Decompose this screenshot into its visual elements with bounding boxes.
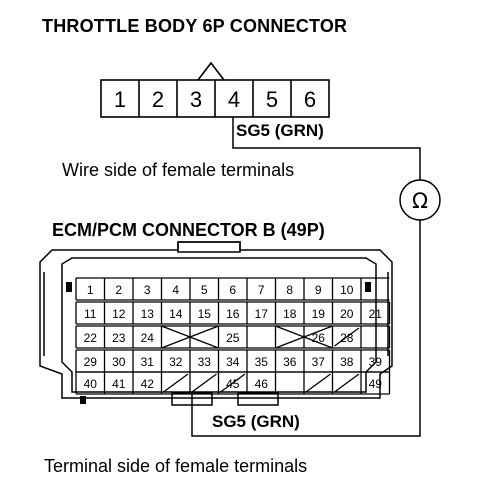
ecm-pin-39: 39 — [369, 355, 383, 369]
ecm-pin-9: 9 — [315, 283, 322, 297]
ecm-pin-1: 1 — [87, 283, 94, 297]
ecm-pin-32: 32 — [169, 355, 183, 369]
ecm-pin-49: 49 — [369, 377, 383, 391]
ecm-pin-26: 26 — [312, 331, 326, 345]
throttle-pin-5: 5 — [266, 87, 278, 112]
ecm-pin-22: 22 — [84, 331, 98, 345]
ecm-pin-3: 3 — [144, 283, 151, 297]
ecm-pin-14: 14 — [169, 307, 183, 321]
ecm-pin-46: 46 — [255, 377, 269, 391]
wire-side-caption: Wire side of female terminals — [62, 160, 295, 180]
ecm-pin-5: 5 — [201, 283, 208, 297]
ecm-pin-28: 28 — [340, 331, 354, 345]
ecm-pin-40: 40 — [84, 377, 98, 391]
probe-wire-bottom — [191, 220, 421, 437]
throttle-connector — [100, 61, 330, 118]
throttle-connector-title: THROTTLE BODY 6P CONNECTOR — [42, 16, 348, 36]
ecm-pin-20: 20 — [340, 307, 354, 321]
sg5-wire-label-bottom: SG5 (GRN) — [212, 412, 300, 431]
ecm-pin-33: 33 — [198, 355, 212, 369]
ecm-pin-24: 24 — [141, 331, 155, 345]
ecm-pin-12: 12 — [112, 307, 126, 321]
ohm-glyph: Ω — [412, 189, 428, 213]
throttle-pin-2: 2 — [152, 87, 164, 112]
connector-key-notch — [197, 61, 225, 81]
ecm-pin-7: 7 — [258, 283, 265, 297]
terminal-side-caption: Terminal side of female terminals — [44, 456, 308, 476]
ecm-pin-37: 37 — [312, 355, 326, 369]
ecm-pin-19: 19 — [312, 307, 326, 321]
throttle-pin-3: 3 — [190, 87, 202, 112]
ecm-pin-18: 18 — [283, 307, 297, 321]
ecm-pin-41: 41 — [112, 377, 126, 391]
ecm-pin-grid — [66, 277, 391, 404]
ecm-pin-30: 30 — [112, 355, 126, 369]
sg5-wire-label-top: SG5 (GRN) — [236, 121, 324, 140]
ecm-pin-17: 17 — [255, 307, 269, 321]
ecm-connector-title: ECM/PCM CONNECTOR B (49P) — [52, 220, 325, 240]
ecm-pin-2: 2 — [115, 283, 122, 297]
probe-wire-top — [232, 117, 421, 180]
throttle-pin-6: 6 — [304, 87, 316, 112]
ecm-pin-10: 10 — [340, 283, 354, 297]
ecm-pin-4: 4 — [172, 283, 179, 297]
ecm-pin-11: 11 — [84, 307, 97, 321]
ecm-pin-35: 35 — [255, 355, 269, 369]
ecm-pin-36: 36 — [283, 355, 297, 369]
ecm-pin-23: 23 — [112, 331, 126, 345]
ecm-pin-38: 38 — [340, 355, 354, 369]
ecm-pin-8: 8 — [286, 283, 293, 297]
ecm-pin-42: 42 — [141, 377, 155, 391]
ecm-pin-31: 31 — [141, 355, 155, 369]
ecm-pin-34: 34 — [226, 355, 240, 369]
ecm-pin-13: 13 — [141, 307, 155, 321]
ecm-pin-29: 29 — [84, 355, 98, 369]
ecm-pin-21: 21 — [369, 307, 383, 321]
ecm-pin-45: 45 — [226, 377, 240, 391]
ecm-pin-25: 25 — [226, 331, 240, 345]
ecm-pin-15: 15 — [198, 307, 212, 321]
ecm-pin-6: 6 — [229, 283, 236, 297]
ecm-pin-16: 16 — [226, 307, 240, 321]
throttle-pin-4: 4 — [228, 87, 240, 112]
ohmmeter-circuit — [191, 117, 441, 437]
throttle-pin-1: 1 — [114, 87, 126, 112]
